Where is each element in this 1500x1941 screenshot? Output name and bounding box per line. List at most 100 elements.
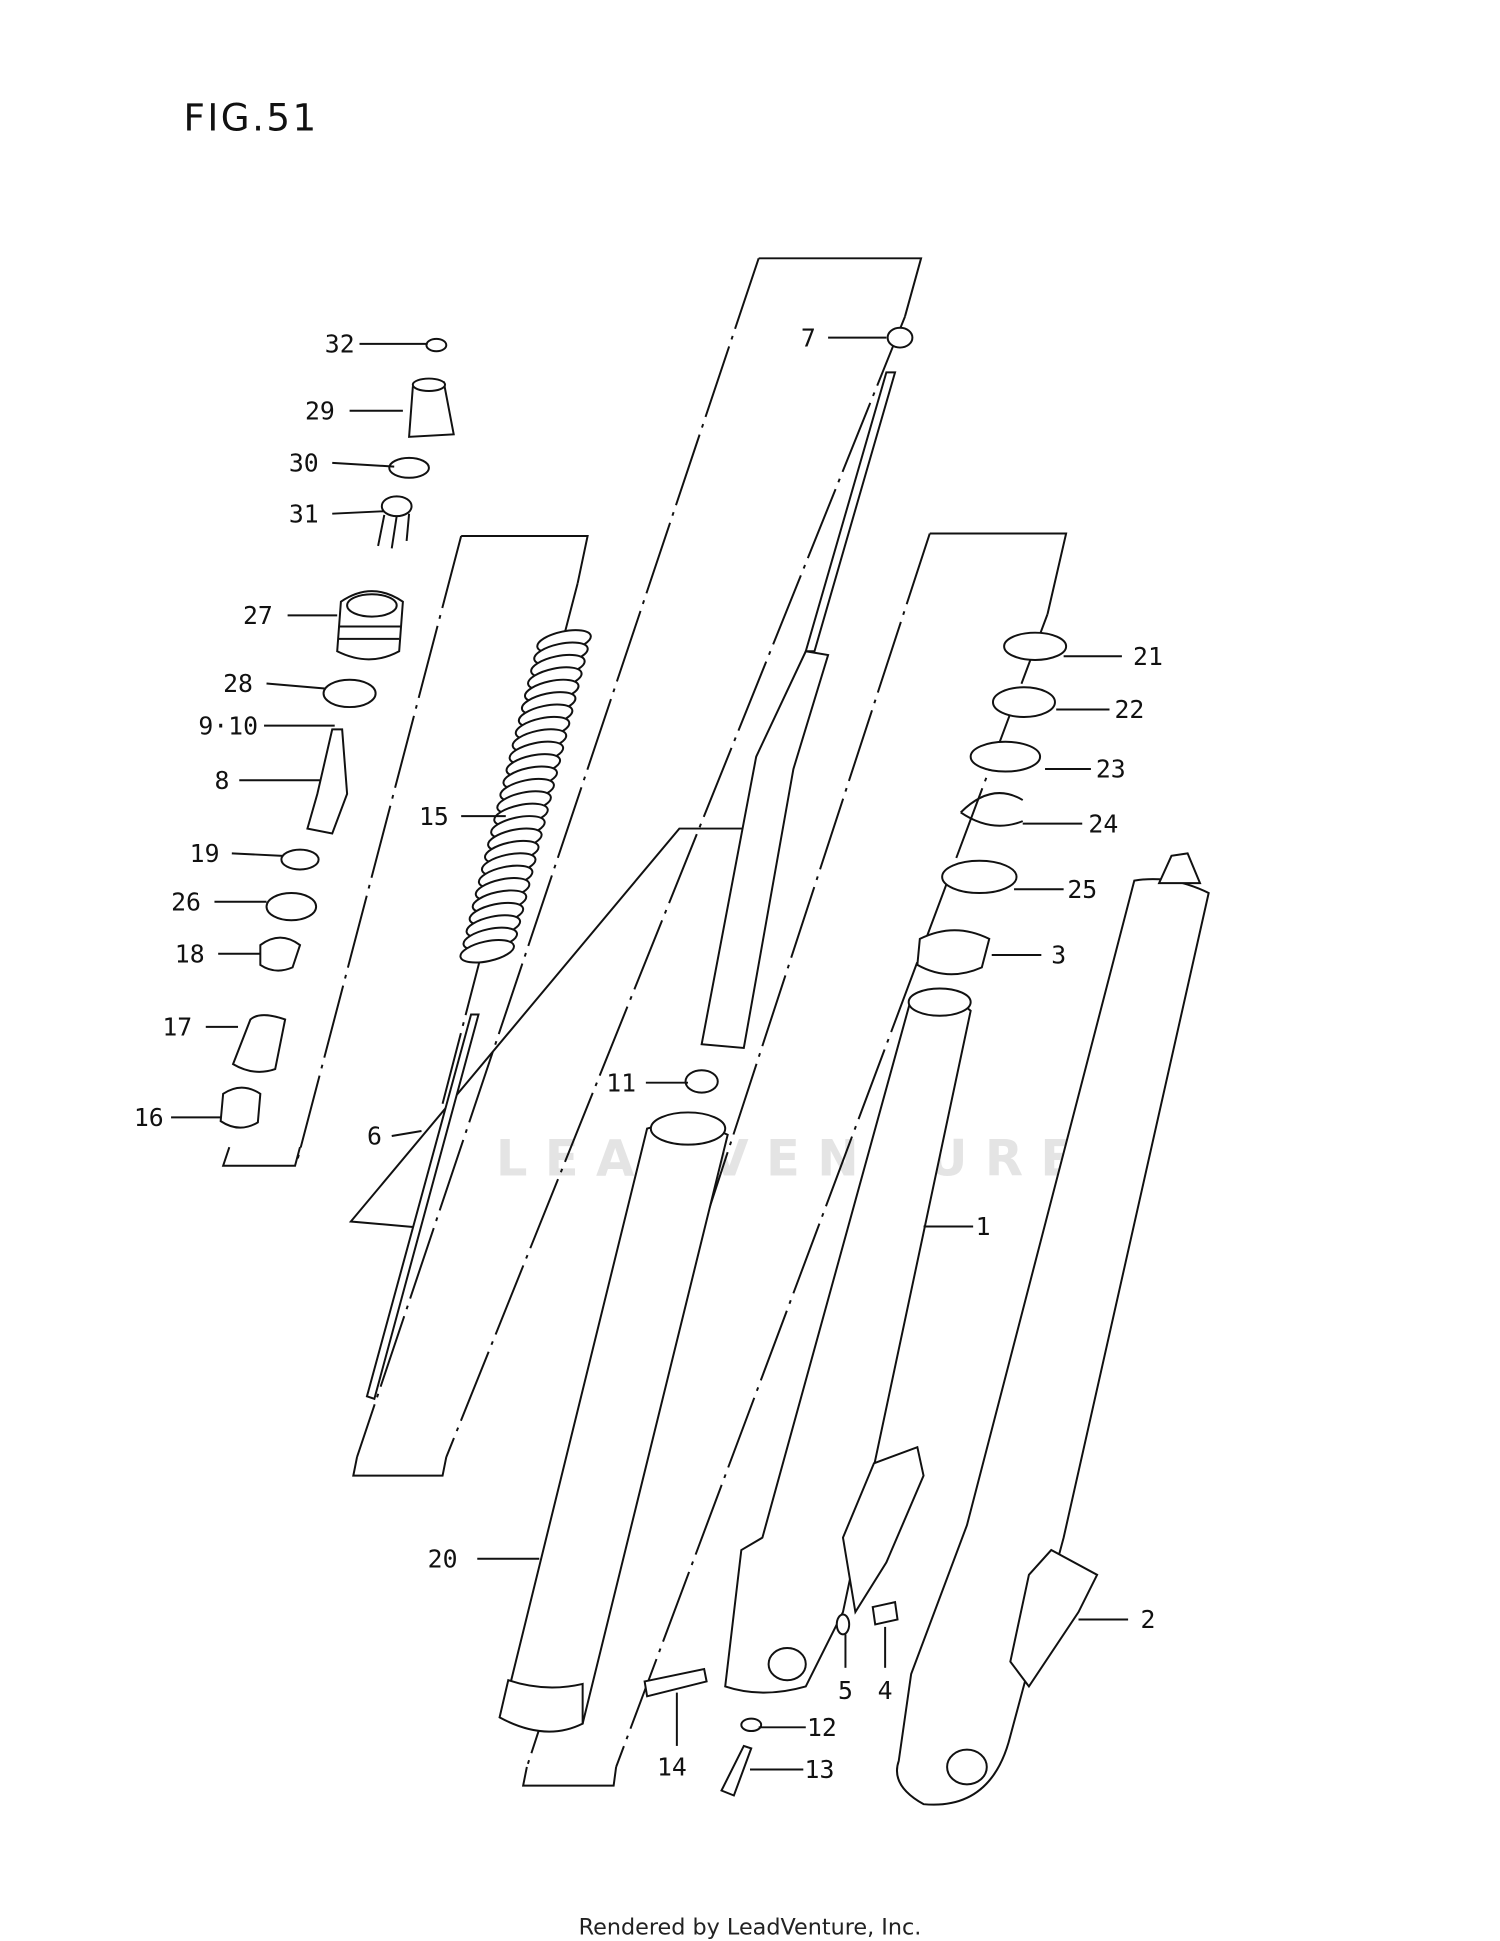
damper-rod-shaft <box>804 371 897 653</box>
part-number-label: 25 <box>1067 875 1097 904</box>
callout-29: 29 <box>305 396 403 425</box>
callout-8: 8 <box>214 766 320 795</box>
bolt-13 <box>720 1744 753 1797</box>
callout-28: 28 <box>223 669 325 698</box>
o-ring-30 <box>388 456 430 479</box>
bushing-21 <box>1003 631 1068 661</box>
axle-hole-2 <box>946 1748 988 1786</box>
leader-line <box>231 852 283 857</box>
callout-19: 19 <box>190 839 283 868</box>
subassembly-bracket <box>348 827 757 1229</box>
part-number-label: 6 <box>367 1122 382 1151</box>
callout-22: 22 <box>1056 695 1144 724</box>
o-ring-5 <box>835 1613 851 1636</box>
stopper-18 <box>259 936 302 972</box>
fork-cap-27 <box>336 590 404 661</box>
leader-line <box>266 682 325 690</box>
footer-credit: Rendered by LeadVenture, Inc. <box>579 1914 922 1940</box>
fork-spring-15 <box>459 629 592 964</box>
callout-13: 13 <box>750 1755 834 1784</box>
part-number-label: 30 <box>289 449 319 478</box>
washer-19 <box>280 848 320 871</box>
part-number-label: 29 <box>305 396 335 425</box>
axle-hole-1 <box>767 1646 807 1682</box>
oil-seal-23 <box>969 740 1042 773</box>
callout-31: 31 <box>289 499 385 528</box>
washer-12 <box>740 1717 763 1733</box>
damper-rod <box>700 650 830 1050</box>
part-number-label: 26 <box>171 887 201 916</box>
part-number-label: 13 <box>805 1755 835 1784</box>
callout-6: 6 <box>367 1122 422 1151</box>
part-number-label: 14 <box>657 1753 687 1782</box>
fork-top-2 <box>1157 852 1202 885</box>
part-number-label: 12 <box>807 1713 837 1742</box>
callout-20: 20 <box>428 1544 540 1573</box>
caliper-bracket-1 <box>841 1445 925 1615</box>
callout-12: 12 <box>758 1713 837 1742</box>
callout-15: 15 <box>419 802 506 831</box>
callout-17: 17 <box>162 1013 239 1042</box>
part-number-label: 31 <box>289 499 319 528</box>
part-number-label: 27 <box>243 601 273 630</box>
air-valve-4 <box>871 1600 899 1626</box>
rod-8 <box>306 728 349 835</box>
part-number-label: 9·10 <box>198 711 258 740</box>
part-number-label: 23 <box>1096 755 1126 784</box>
callout-23: 23 <box>1045 755 1126 784</box>
nut-7 <box>886 326 914 349</box>
callout-26: 26 <box>171 887 267 916</box>
callout-18: 18 <box>175 939 261 968</box>
leader-line <box>332 461 395 468</box>
leader-line <box>332 510 385 515</box>
callout-5: 5 <box>838 1634 853 1705</box>
caliper-bracket-2 <box>1009 1548 1099 1689</box>
callout-3: 3 <box>991 941 1066 970</box>
inner-tube-20-bottom <box>498 1678 584 1733</box>
cap-16 <box>219 1086 262 1129</box>
part-number-label: 19 <box>190 839 220 868</box>
callout-30: 30 <box>289 449 395 478</box>
watermark: LEADVENTURE <box>496 1130 1092 1188</box>
bolt-14 <box>643 1667 708 1698</box>
o-ring-32 <box>425 337 448 353</box>
bushing-3 <box>916 929 991 976</box>
seal-26 <box>265 892 318 922</box>
piece-11 <box>684 1069 719 1094</box>
part-number-label: 3 <box>1051 941 1066 970</box>
washer-22 <box>991 686 1056 718</box>
part-number-label: 2 <box>1140 1605 1155 1634</box>
callout-25: 25 <box>1014 875 1097 904</box>
figure-title: FIG.51 <box>183 96 318 140</box>
part-number-label: 7 <box>801 323 816 352</box>
callout-14: 14 <box>657 1692 687 1782</box>
part-number-label: 32 <box>325 330 355 359</box>
o-ring-28 <box>322 678 377 709</box>
callout-9-10: 9·10 <box>198 711 335 740</box>
outer-tube-1 <box>724 993 972 1694</box>
part-number-label: 11 <box>606 1068 636 1097</box>
callout-11: 11 <box>606 1068 689 1097</box>
adjuster-29 <box>408 377 455 438</box>
part-number-label: 21 <box>1133 642 1163 671</box>
part-number-label: 16 <box>134 1103 164 1132</box>
callout-24: 24 <box>1022 809 1118 838</box>
callout-27: 27 <box>243 601 338 630</box>
callout-21: 21 <box>1063 642 1163 671</box>
part-number-label: 1 <box>976 1212 991 1241</box>
spring-coil <box>459 939 515 964</box>
spacer-rod-6 <box>365 1013 480 1401</box>
leader-line <box>391 1130 422 1137</box>
part-number-label: 17 <box>162 1013 192 1042</box>
callout-labels: 3229303127289·10819261817161561172122232… <box>134 323 1163 1784</box>
inner-tube-20-top <box>649 1111 727 1146</box>
assembly-panel-center <box>352 257 923 1477</box>
part-number-label: 22 <box>1114 695 1144 724</box>
cylinder-17 <box>231 1014 287 1073</box>
part-number-label: 18 <box>175 939 205 968</box>
part-number-label: 15 <box>419 802 449 831</box>
part-number-label: 8 <box>214 766 229 795</box>
callout-1: 1 <box>923 1212 991 1241</box>
